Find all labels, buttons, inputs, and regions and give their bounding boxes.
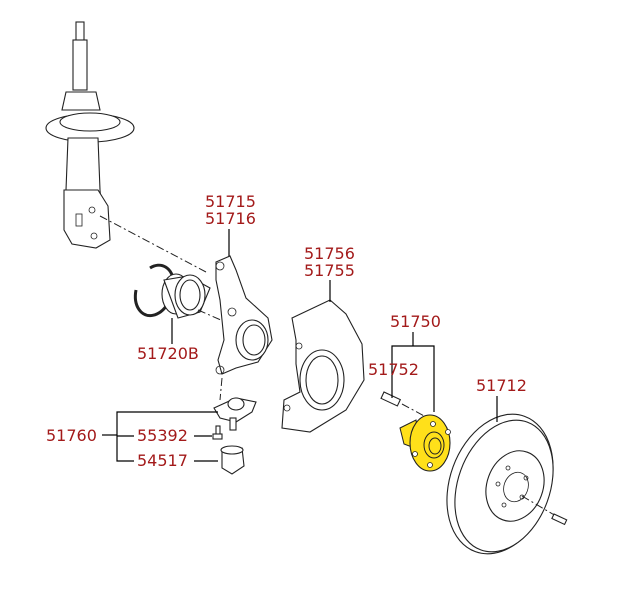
label-51755[interactable]: 51755 xyxy=(304,261,355,280)
label-54517[interactable]: 54517 xyxy=(137,451,188,470)
wheel-hub[interactable] xyxy=(399,414,451,472)
disc-screw[interactable] xyxy=(551,513,568,526)
hub-bolt[interactable] xyxy=(380,391,402,407)
dust-cover[interactable] xyxy=(281,299,365,433)
label-51712[interactable]: 51712 xyxy=(476,376,527,395)
ball-joint[interactable] xyxy=(213,397,257,431)
label-51716[interactable]: 51716 xyxy=(205,209,256,228)
brake-disc[interactable] xyxy=(428,399,571,569)
label-51756[interactable]: 51756 xyxy=(304,244,355,263)
wheel-bearing[interactable] xyxy=(161,273,211,319)
label-51760[interactable]: 51760 xyxy=(46,426,97,445)
ball-joint-bolt[interactable] xyxy=(212,425,223,440)
steering-knuckle[interactable] xyxy=(215,255,273,375)
label-55392[interactable]: 55392 xyxy=(137,426,188,445)
label-51750[interactable]: 51750 xyxy=(390,312,441,331)
ball-joint-boot[interactable] xyxy=(220,445,245,475)
label-51715[interactable]: 51715 xyxy=(205,192,256,211)
leader-lines xyxy=(102,229,498,462)
strut-assembly[interactable] xyxy=(45,21,135,249)
label-51752[interactable]: 51752 xyxy=(368,360,419,379)
label-51720b[interactable]: 51720B xyxy=(137,344,199,363)
